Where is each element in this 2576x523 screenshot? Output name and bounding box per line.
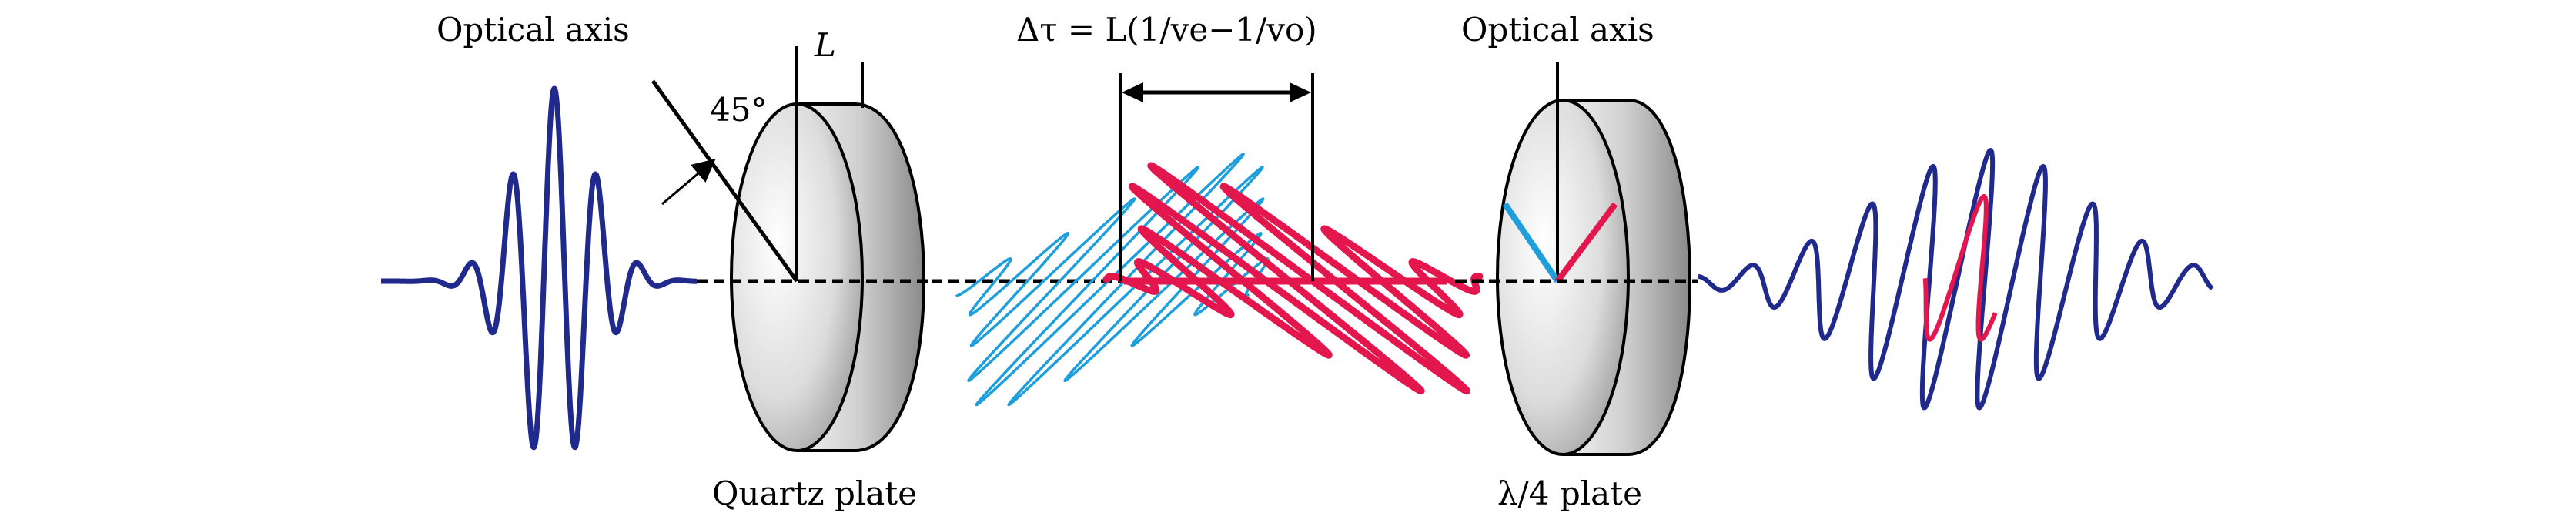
optical-axis-label-right: Optical axis — [1461, 11, 1654, 49]
quarter-wave-plate — [1496, 99, 1692, 456]
delay-formula: Δτ = L(1/ve−1/vo) — [1016, 11, 1317, 49]
quartz-plate — [730, 102, 926, 452]
waveplate-blue-axis — [1502, 202, 1561, 283]
delay-bracket — [1119, 73, 1314, 281]
waveplate-red-axis — [1554, 202, 1618, 283]
polarization-arrow — [661, 159, 716, 206]
output-red-segment — [1922, 194, 1998, 342]
extraordinary-wave — [1102, 162, 1484, 395]
quarter-wave-plate-label: λ/4 plate — [1497, 474, 1642, 512]
quartz-plate-label: Quartz plate — [712, 474, 918, 512]
thickness-label: L — [815, 26, 836, 64]
ordinary-wave — [955, 153, 1270, 407]
output-pulse-waveform — [1696, 148, 2214, 411]
optical-axis-label-left: Optical axis — [437, 11, 630, 49]
angle-line — [651, 79, 799, 283]
input-pulse-waveform — [379, 85, 699, 451]
angle-label: 45° — [710, 91, 768, 129]
